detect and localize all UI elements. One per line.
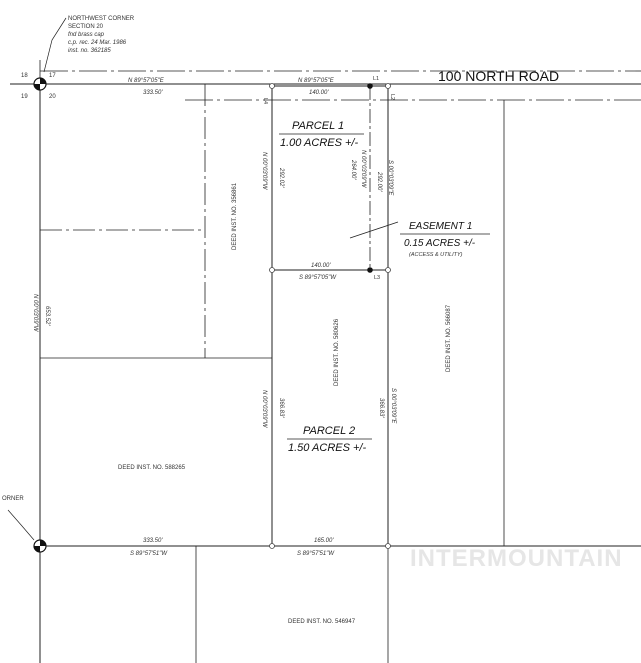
- parcel-2-boundary: [271, 270, 389, 547]
- svg-text:inst. no. 362185: inst. no. 362185: [68, 48, 111, 54]
- svg-text:264.00': 264.00': [350, 159, 356, 180]
- svg-text:DEED INST. NO. 566087: DEED INST. NO. 566087: [446, 304, 452, 372]
- svg-text:19: 19: [21, 94, 28, 100]
- svg-text:333.50': 333.50': [143, 90, 163, 96]
- sw-corner-monument: [33, 539, 47, 553]
- leader-lines: [7, 17, 67, 541]
- svg-text:333.50': 333.50': [143, 538, 163, 544]
- svg-text:292.02': 292.02': [278, 167, 284, 188]
- sw-corner-label: ORNER: [2, 496, 24, 502]
- svg-text:S 89°57'51"W: S 89°57'51"W: [130, 551, 168, 557]
- svg-text:DEED INST. NO. 356861: DEED INST. NO. 356861: [232, 182, 238, 250]
- svg-text:S 00°03'09"E: S 00°03'09"E: [390, 388, 396, 424]
- svg-text:fnd brass cap: fnd brass cap: [68, 32, 105, 38]
- survey-points: [269, 83, 391, 549]
- west-line-dimensions: N 00°03'09"W 653.52': [32, 294, 50, 333]
- svg-text:DEED INST. NO. 546947: DEED INST. NO. 546947: [288, 619, 356, 625]
- svg-text:140.00': 140.00': [309, 90, 329, 96]
- svg-text:653.52': 653.52': [44, 306, 50, 326]
- svg-text:1.00 ACRES +/-: 1.00 ACRES +/-: [280, 137, 358, 149]
- svg-text:165.00': 165.00': [314, 538, 334, 544]
- svg-text:N 00°03'09"W: N 00°03'09"W: [360, 150, 366, 189]
- svg-text:N 89°57'05"E: N 89°57'05"E: [298, 78, 335, 84]
- svg-text:1.50 ACRES +/-: 1.50 ACRES +/-: [288, 442, 366, 454]
- svg-text:L4: L4: [262, 98, 268, 104]
- svg-text:SECTION 20: SECTION 20: [68, 24, 104, 30]
- svg-text:N 89°57'05"E: N 89°57'05"E: [128, 78, 165, 84]
- deed-labels: DEED INST. NO. 356861 DEED INST. NO. 580…: [118, 182, 452, 625]
- svg-text:N 00°03'09"W: N 00°03'09"W: [261, 390, 267, 429]
- svg-text:L1: L1: [373, 76, 379, 82]
- svg-text:DEED INST. NO. 588265: DEED INST. NO. 588265: [118, 465, 186, 471]
- svg-text:S 89°57'05"W: S 89°57'05"W: [299, 275, 337, 281]
- property-lines: [40, 84, 505, 663]
- svg-text:366.83': 366.83': [278, 398, 284, 418]
- svg-text:NORTHWEST CORNER: NORTHWEST CORNER: [68, 16, 135, 22]
- parcel-2-dimensions: N 00°03'09"W 366.83' S 00°03'09"E 366.83…: [261, 388, 396, 429]
- svg-text:S 89°57'51"W: S 89°57'51"W: [297, 551, 335, 557]
- svg-text:PARCEL 2: PARCEL 2: [303, 425, 355, 437]
- svg-text:292.00': 292.00': [376, 171, 382, 192]
- svg-text:0.15 ACRES +/-: 0.15 ACRES +/-: [404, 238, 476, 249]
- easement-label: EASEMENT 1 0.15 ACRES +/- (ACCESS & UTIL…: [400, 221, 490, 258]
- parcel-1-label: PARCEL 1 1.00 ACRES +/-: [279, 120, 364, 149]
- easement-boundary: [349, 85, 399, 271]
- svg-text:L2: L2: [389, 94, 395, 100]
- svg-text:17: 17: [49, 73, 56, 79]
- bottom-dimensions: 333.50' S 89°57'51"W 165.00' S 89°57'51"…: [130, 538, 335, 557]
- nw-corner-label: NORTHWEST CORNER SECTION 20 fnd brass ca…: [68, 16, 135, 54]
- svg-text:20: 20: [49, 94, 56, 100]
- road-name: 100 NORTH ROAD: [438, 68, 559, 84]
- road-lines: [10, 70, 641, 101]
- parcel-1-boundary: [271, 85, 389, 271]
- svg-text:N 00°03'09"W: N 00°03'09"W: [261, 152, 267, 191]
- section-lines: [39, 60, 641, 663]
- line-labels: L1 L4 L2 L3: [262, 76, 395, 281]
- svg-text:c.p. rec. 24 Mar. 1986: c.p. rec. 24 Mar. 1986: [68, 40, 127, 46]
- watermark: INTERMOUNTAIN: [410, 545, 623, 572]
- svg-text:PARCEL 1: PARCEL 1: [292, 120, 344, 132]
- svg-text:366.83': 366.83': [378, 398, 384, 418]
- parcel-2-label: PARCEL 2 1.50 ACRES +/-: [287, 425, 372, 454]
- top-dimensions: N 89°57'05"E 333.50' N 89°57'05"E 140.00…: [128, 78, 335, 96]
- parcel-1-dimensions: N 00°03'09"W 292.02' S 00°03'09"E 292.00…: [261, 150, 393, 281]
- svg-text:N 00°03'09"W: N 00°03'09"W: [32, 294, 38, 333]
- svg-text:(ACCESS & UTILITY): (ACCESS & UTILITY): [409, 252, 463, 258]
- svg-text:EASEMENT 1: EASEMENT 1: [409, 221, 472, 232]
- svg-text:L3: L3: [374, 275, 380, 281]
- section-numbers: 18 17 19 20: [21, 73, 56, 100]
- svg-text:18: 18: [21, 73, 28, 79]
- survey-points-solid: [367, 83, 373, 273]
- svg-text:140.00': 140.00': [311, 263, 331, 269]
- svg-text:DEED INST. NO. 580626: DEED INST. NO. 580626: [334, 318, 340, 386]
- svg-text:S 00°03'09"E: S 00°03'09"E: [387, 160, 393, 196]
- nw-corner-monument: [33, 77, 47, 91]
